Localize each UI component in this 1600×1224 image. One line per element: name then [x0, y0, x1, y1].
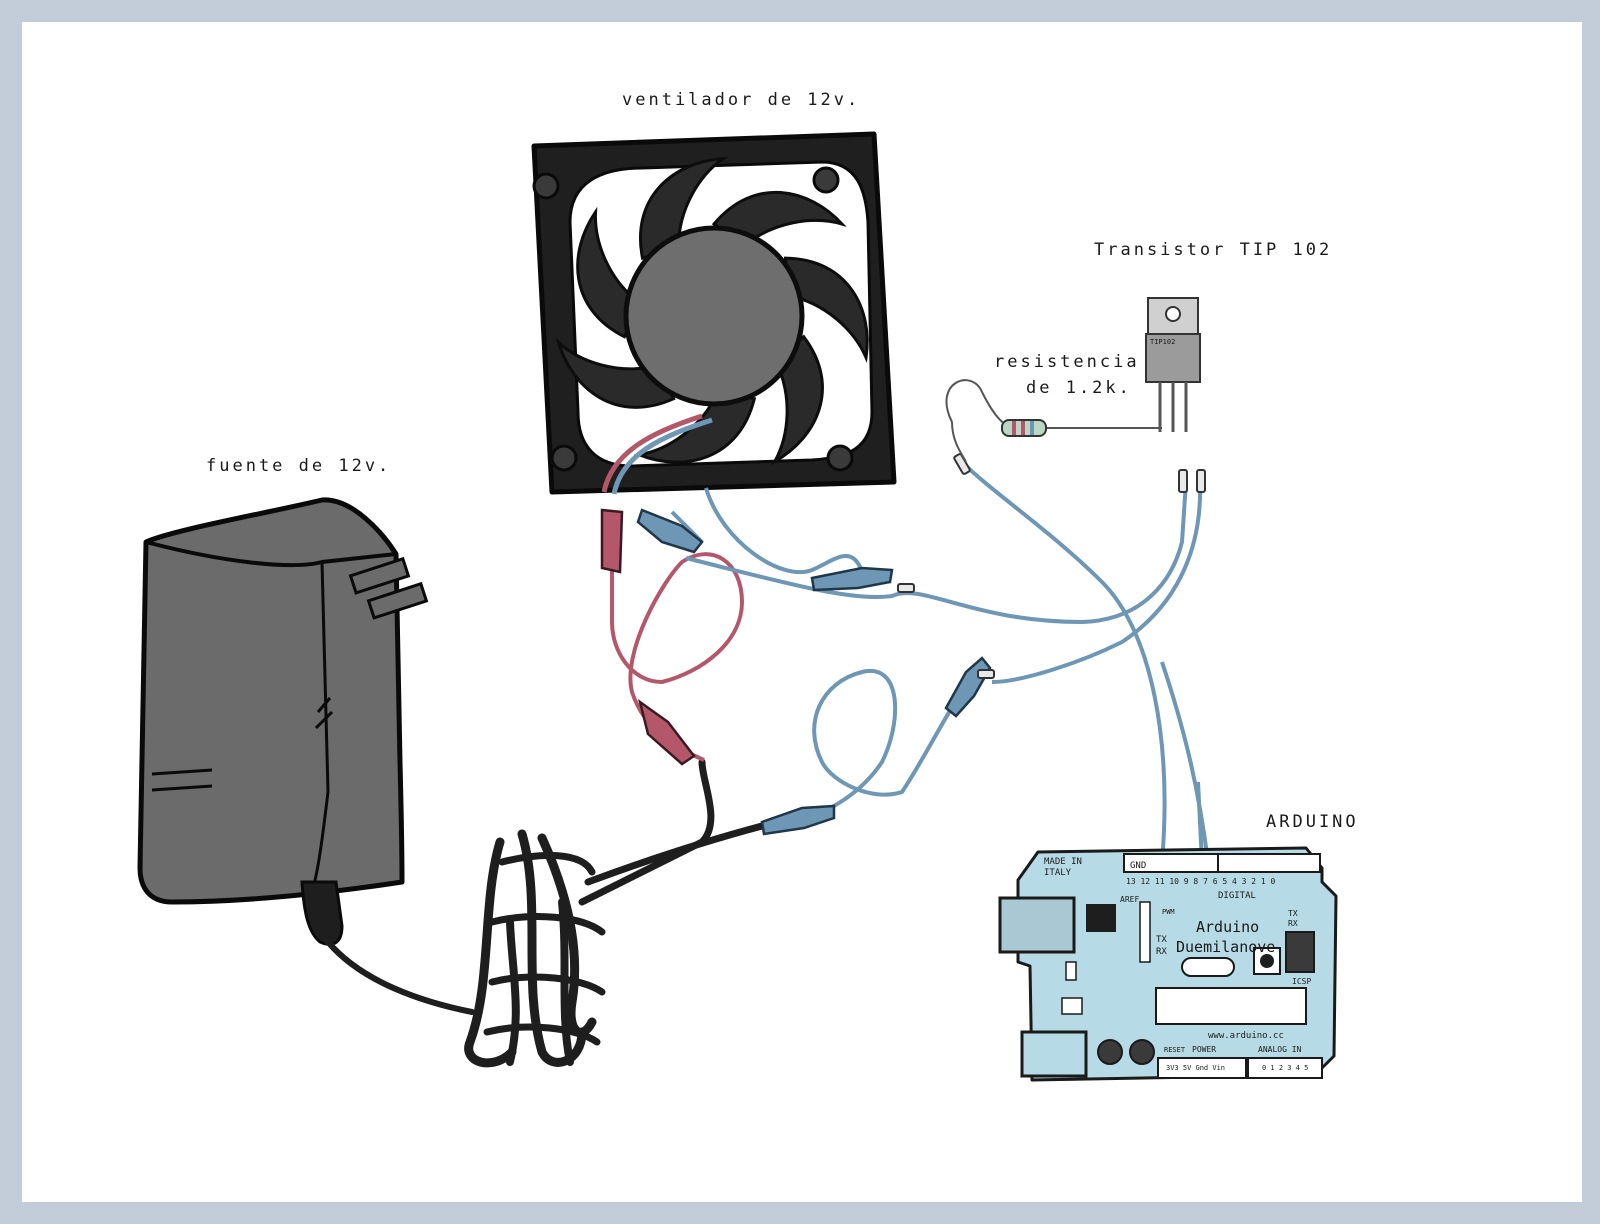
transistor: TIP102 [1145, 297, 1201, 432]
wire-tips [897, 453, 1206, 679]
digital-pins-text: 13 12 11 10 9 8 7 6 5 4 3 2 1 0 [1126, 877, 1275, 886]
resistor [945, 379, 1162, 463]
power-supply [137, 497, 429, 946]
arduino-board: MADE IN ITALY GND 13 12 11 10 9 8 7 6 5 … [998, 846, 1338, 1082]
gnd-text: GND [1130, 861, 1146, 871]
aref-text: AREF [1120, 895, 1139, 904]
italy-text: ITALY [1044, 868, 1072, 878]
blue-wires [670, 460, 1210, 863]
microcontroller-chip [1155, 987, 1307, 1025]
pwm-text: PWM [1162, 908, 1175, 916]
transistor-label: Transistor TIP 102 [1094, 240, 1333, 260]
arduino-label: ARDUINO [1266, 812, 1359, 832]
tx-label: TX [1288, 909, 1298, 918]
digital-text: DIGITAL [1218, 891, 1256, 901]
resistor-label-line2: de 1.2k. [1026, 378, 1132, 398]
usb-connector [998, 896, 1076, 954]
made-in-text: MADE IN [1044, 857, 1082, 867]
power-text: POWER [1192, 1045, 1216, 1054]
wiring-illustration: TIP102 MADE IN ITALY GND 1 [137, 131, 1338, 1082]
rx-text: RX [1156, 947, 1167, 957]
coiled-cable [325, 758, 766, 1068]
power-pins-text: 3V3 5V Gnd Vin [1166, 1064, 1225, 1072]
tx-text: TX [1156, 935, 1167, 945]
fan [531, 131, 897, 495]
board-name-line2: Duemilanove [1176, 938, 1275, 956]
power-supply-label: fuente de 12v. [206, 456, 392, 476]
resistor-label-line1: resistencia [994, 352, 1140, 372]
url-text: www.arduino.cc [1208, 1031, 1284, 1041]
board-name-line1: Arduino [1196, 918, 1259, 936]
analog-pins-text: 0 1 2 3 4 5 [1262, 1064, 1308, 1072]
reset-text: RESET [1164, 1046, 1186, 1054]
fan-label: ventilador de 12v. [622, 90, 861, 110]
analog-in-text: ANALOG IN [1258, 1045, 1302, 1054]
fan-hub [623, 225, 805, 407]
rx-label: RX [1288, 919, 1298, 928]
icsp-text: ICSP [1292, 977, 1311, 986]
red-wire [600, 508, 745, 766]
diagram-canvas: TIP102 MADE IN ITALY GND 1 [22, 22, 1582, 1202]
transistor-marking: TIP102 [1150, 338, 1175, 346]
power-jack [1020, 1030, 1088, 1078]
